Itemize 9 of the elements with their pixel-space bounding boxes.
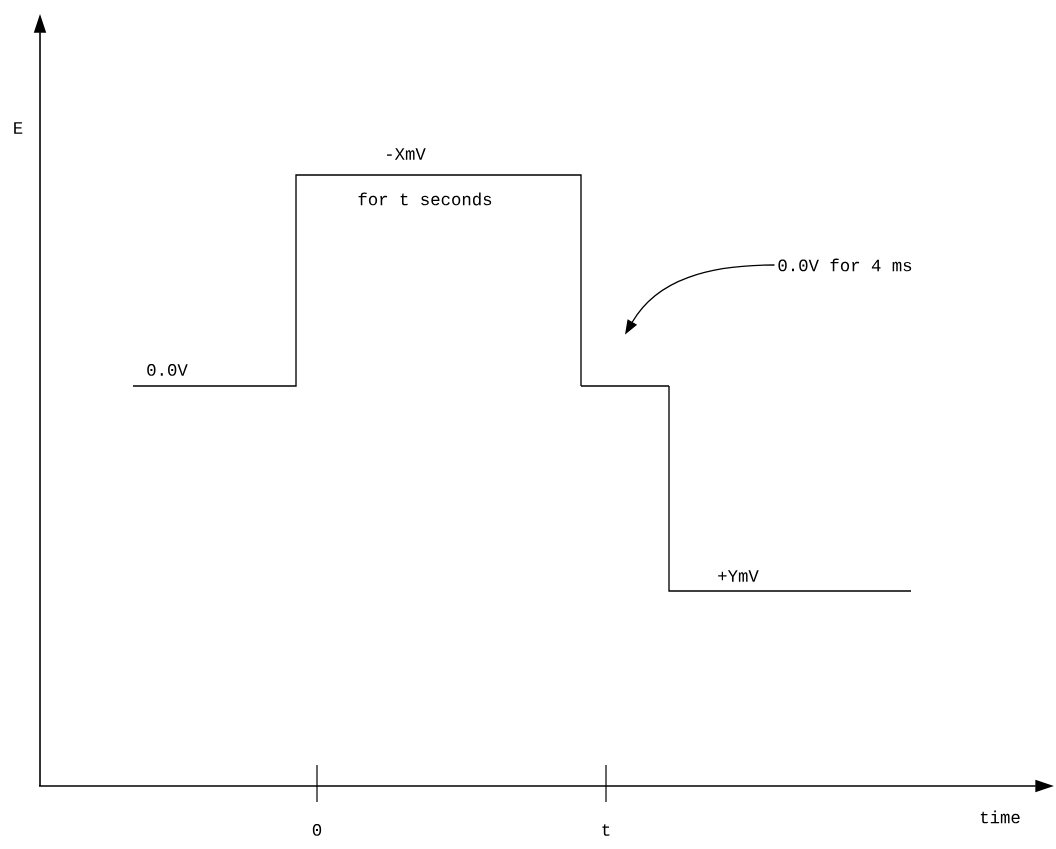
axis-label: time [980,810,1020,824]
level-label: +YmV [718,570,759,582]
level-label: -XmV [387,148,426,160]
annotation-text: 0.0V for 4 ms [778,258,912,272]
tick-label: t [602,824,610,836]
level-label: 0.0V [147,364,188,376]
axis-label: E [14,122,23,134]
tick-label: 0 [312,824,322,836]
duration-label: for t seconds [358,192,492,206]
